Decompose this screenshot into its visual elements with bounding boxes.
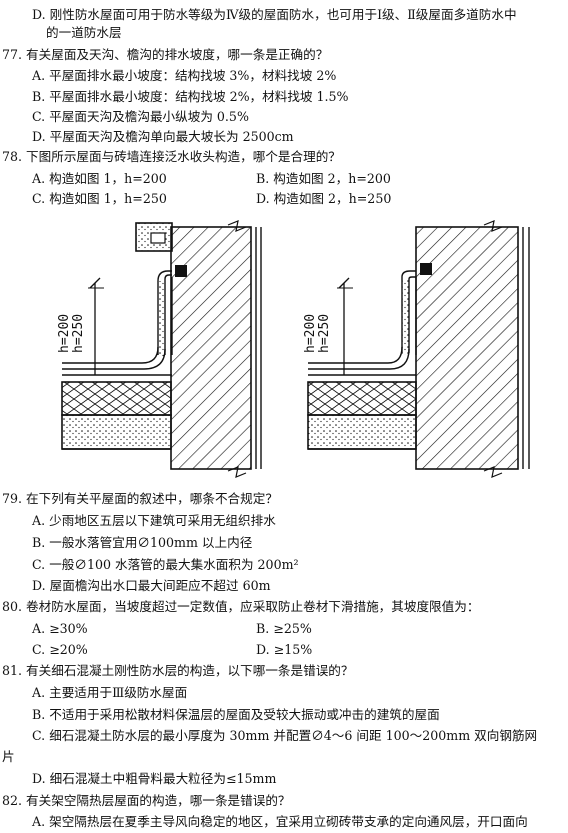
sealant-1 — [175, 265, 187, 277]
question-line: 82. 有关架空隔热层屋面的构造，哪一条是错误的？ — [2, 793, 291, 808]
insulation-1 — [61, 381, 172, 416]
question-line: 80. 卷材防水屋面，当坡度超过一定数值，应采取防止卷材下滑措施，其坡度限值为： — [2, 599, 480, 614]
option-line: C. 细石混凝土防水层的最小厚度为 30mm 并配置∅4～6 间距 100～20… — [32, 728, 538, 743]
option-line: D. ≥15% — [256, 642, 313, 657]
figure-1-label-h250: h=250 — [71, 314, 86, 353]
insulation-2 — [307, 381, 417, 416]
question-line: 77. 有关屋面及天沟、檐沟的排水坡度，哪一条是正确的？ — [2, 47, 329, 62]
option-line: C. ≥20% — [32, 642, 88, 657]
figure-2-label-h200: h=200 — [303, 314, 318, 353]
option-line: C. 平屋面天沟及檐沟最小纵坡为 0.5% — [32, 109, 249, 124]
option-line: A. 构造如图 1，h=200 — [32, 171, 167, 186]
figure-2: h=200 h=250 — [303, 220, 530, 478]
option-line: 的一道防水层 — [46, 25, 122, 40]
option-line: B. 不适用于采用松散材料保温层的屋面及受较大振动或冲击的建筑的屋面 — [32, 707, 440, 722]
sealant-2 — [420, 263, 432, 275]
option-line: A. ≥30% — [32, 621, 88, 636]
figure-1: h=200 h=250 — [57, 220, 262, 478]
option-line: B. 构造如图 2，h=200 — [256, 171, 391, 186]
option-line: A. 主要适用于Ⅲ级防水屋面 — [32, 685, 188, 700]
slab-1 — [61, 414, 172, 450]
slab-2 — [307, 414, 417, 450]
question-line: 81. 有关细石混凝土刚性防水层的构造，以下哪一条是错误的？ — [2, 663, 354, 678]
wall-1 — [170, 226, 252, 470]
option-line: D. 平屋面天沟及檐沟单向最大坡长为 2500cm — [32, 129, 294, 144]
option-line: B. ≥25% — [256, 621, 312, 636]
option-line: D. 细石混凝土中粗骨料最大粒径为≤15mm — [32, 771, 277, 786]
question-line: 片 — [2, 749, 15, 764]
option-line: A. 平屋面排水最小坡度：结构找坡 3%，材料找坡 2% — [32, 68, 337, 83]
option-line: C. 一般∅100 水落管的最大集水面积为 200m² — [32, 557, 299, 572]
option-line: A. 少雨地区五层以下建筑可采用无组织排水 — [32, 513, 276, 528]
option-line: A. 架空隔热层在夏季主导风向稳定的地区，宜采用立砌砖带支承的定向通风层，开口面… — [32, 814, 528, 829]
option-line: D. 屋面檐沟出水口最大间距应不超过 60m — [32, 578, 271, 593]
figure-2-label-h250: h=250 — [317, 314, 332, 353]
option-line: D. 构造如图 2，h=250 — [256, 191, 392, 206]
figure-1-label-h200: h=200 — [57, 314, 72, 353]
option-line: B. 一般水落管宜用∅100mm 以上内径 — [32, 535, 253, 550]
option-line: B. 平屋面排水最小坡度：结构找坡 2%，材料找坡 1.5% — [32, 89, 349, 104]
option-line: D. 刚性防水屋面可用于防水等级为Ⅳ级的屋面防水，也可用于Ⅰ级、Ⅱ级屋面多道防水… — [32, 7, 517, 22]
option-line: C. 构造如图 1，h=250 — [32, 191, 167, 206]
question-line: 79. 在下列有关平屋面的叙述中，哪条不合规定？ — [2, 491, 278, 506]
construction-figures: h=200 h=250 h=200 h=250 — [57, 220, 530, 478]
question-line: 78. 下图所示屋面与砖墙连接泛水收头构造，哪个是合理的？ — [2, 149, 341, 164]
wall-2 — [415, 226, 519, 470]
